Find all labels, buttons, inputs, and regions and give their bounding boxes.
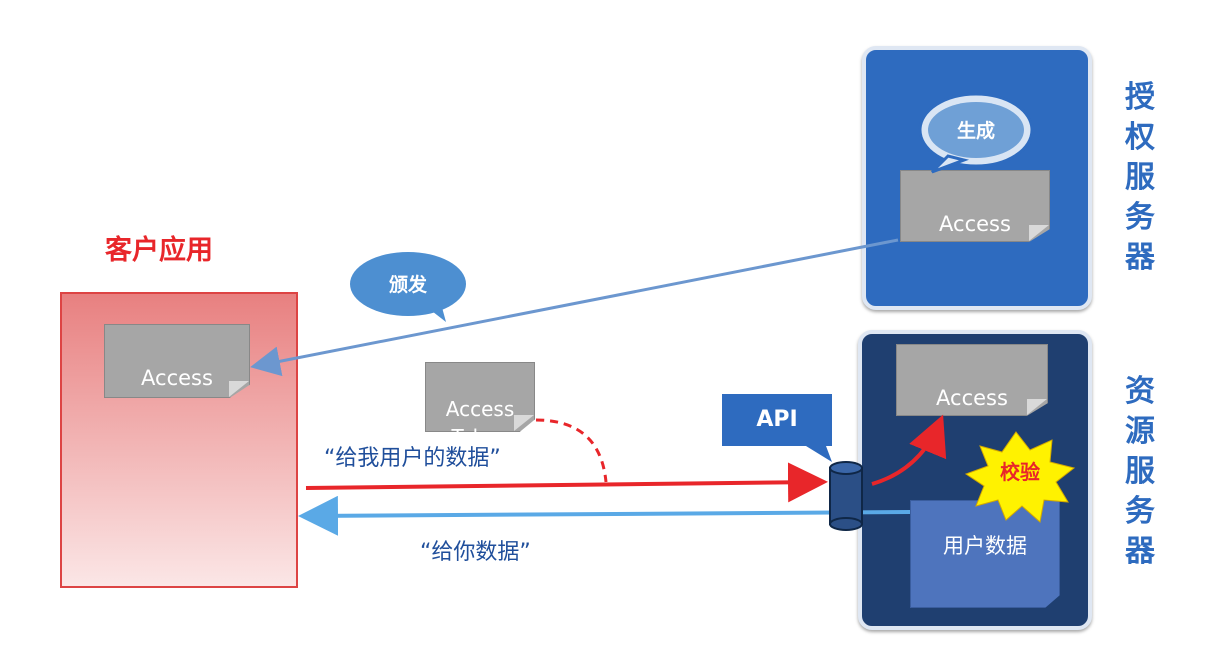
generate-callout-label: 生成 [956,120,995,142]
auth-server-label: 授权服务器 [1125,80,1155,275]
client-access-token: Access Token [104,324,250,398]
auth-access-token: Access Token [900,170,1050,242]
request-arrow [305,462,828,503]
resource-token-label: Access Token [936,386,1008,410]
token-dashed-link [535,418,608,483]
resource-access-token: Access Token [896,344,1048,416]
api-label: API [756,407,798,432]
issue-callout-label: 颁发 [388,274,427,296]
client-token-label: Access Token [141,366,213,398]
issue-arrow [250,238,899,377]
request-message: “给我用户的数据” [324,446,501,471]
flying-access-token: Access Token [425,362,535,432]
verify-starburst-icon [964,431,1076,523]
response-arrow [298,495,911,536]
api-callout [722,394,832,462]
verify-label: 校验 [1000,460,1040,484]
user-data-label: 用户数据 [943,534,1027,558]
flying-token-label: Access Token [445,397,515,449]
client-app-title: 客户应用 [105,235,213,266]
verify-arrow [871,414,947,486]
auth-token-label: Access Token [939,212,1011,236]
issue-callout [350,252,466,322]
api-endpoint-icon [829,461,863,531]
response-message: “给你数据” [420,540,531,565]
resource-server-label: 资源服务器 [1125,374,1155,569]
generate-callout [918,92,1034,174]
